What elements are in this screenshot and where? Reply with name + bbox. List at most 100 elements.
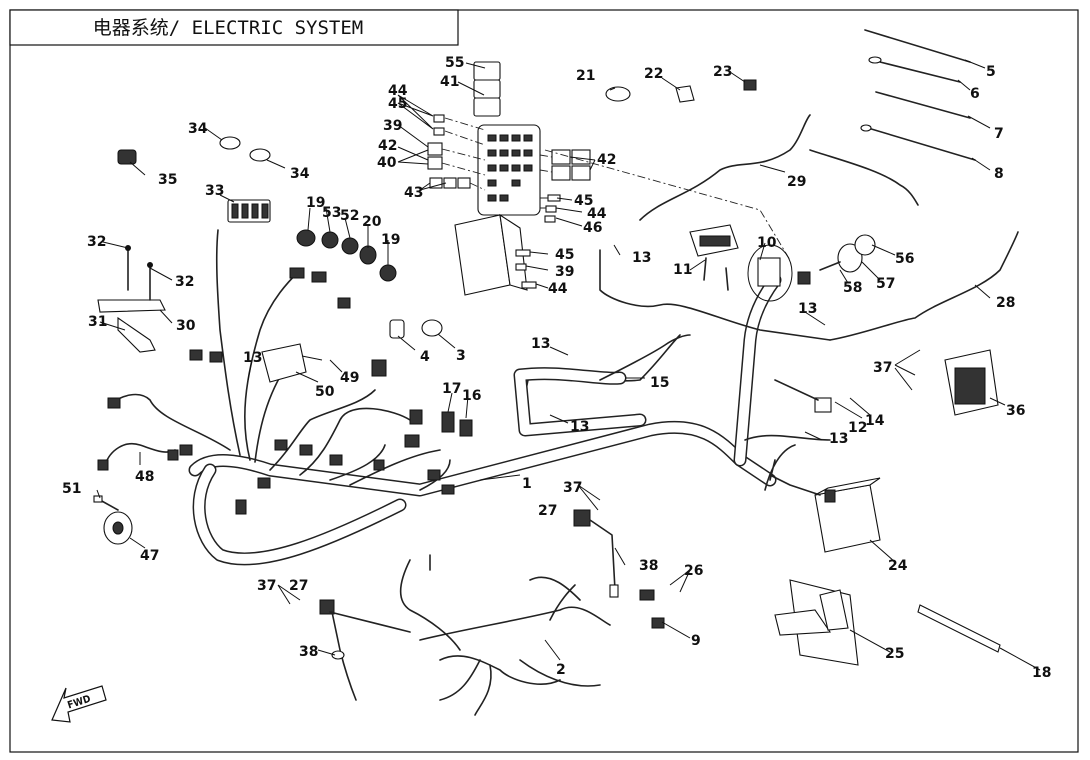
fwd-arrow-icon: FWD: [51, 685, 107, 723]
callout-37-mid: 37: [563, 480, 582, 496]
callout-45-lower: 45: [555, 247, 574, 263]
callout-33: 33: [205, 183, 224, 199]
callout-34-left: 34: [188, 121, 208, 137]
callout-39: 39: [383, 118, 402, 134]
ecu-36: [944, 349, 999, 416]
starter-relay: [819, 234, 876, 273]
items-21-23: [605, 79, 757, 103]
module-50: [261, 343, 307, 383]
callout-19-b: 19: [381, 232, 400, 248]
speed-sensor-27: [319, 509, 619, 701]
sensors-group: [296, 229, 397, 282]
callout-35: 35: [158, 172, 177, 188]
callout-13-e: 13: [570, 419, 589, 435]
callout-58: 58: [843, 280, 862, 296]
connector-35: [117, 149, 137, 165]
callout-53: 53: [322, 205, 341, 221]
callout-22: 22: [644, 66, 663, 82]
callout-17: 17: [442, 381, 461, 397]
title-block: 电器系统/ ELECTRIC SYSTEM: [9, 9, 459, 46]
callout-32-left: 32: [87, 234, 106, 250]
callout-57: 57: [876, 276, 895, 292]
callout-8: 8: [994, 166, 1004, 182]
callout-27-left: 27: [289, 578, 308, 594]
callout-13-a: 13: [243, 350, 262, 366]
harness-loop-15: [513, 334, 691, 437]
ecu-relay-module: [689, 224, 811, 302]
pigtail-48: [97, 443, 179, 471]
callout-29: 29: [787, 174, 806, 190]
callout-1: 1: [522, 476, 532, 492]
callout-13-d: 13: [531, 336, 550, 352]
callout-32-right: 32: [175, 274, 194, 290]
callout-44-lower: 44: [548, 281, 568, 297]
connectors-9-26: [639, 589, 665, 629]
callout-24: 24: [888, 558, 908, 574]
callout-26: 26: [684, 563, 703, 579]
page-title: 电器系统/ ELECTRIC SYSTEM: [93, 17, 363, 39]
relay-12: [774, 379, 832, 413]
callout-23: 23: [713, 64, 732, 80]
fuse-box-cover: [454, 213, 528, 296]
front-sub-harness: [399, 554, 611, 716]
callout-11: 11: [673, 262, 692, 278]
callout-4: 4: [420, 349, 430, 365]
callout-41: 41: [440, 74, 459, 90]
callout-15: 15: [650, 375, 669, 391]
battery: [769, 474, 881, 553]
callout-20: 20: [362, 214, 382, 230]
callout-39-lower: 39: [555, 264, 574, 280]
callout-34-right: 34: [290, 166, 310, 182]
callout-49: 49: [340, 370, 359, 386]
callout-45: 45: [388, 96, 407, 112]
callout-36: 36: [1006, 403, 1025, 419]
battery-strap: [917, 604, 1001, 653]
callout-37-right: 37: [873, 360, 892, 376]
callout-13-b: 13: [632, 250, 651, 266]
callout-21: 21: [576, 68, 595, 84]
callout-16: 16: [462, 388, 481, 404]
battery-holder: [774, 579, 859, 666]
fuse-box: [477, 124, 541, 216]
tie-straps: [860, 29, 976, 161]
callout-44: 44: [388, 83, 408, 99]
ground-bracket: [97, 245, 166, 353]
connector-cluster: [107, 267, 455, 515]
horn: [93, 495, 133, 545]
main-wire-harness: [109, 114, 1019, 566]
callout-51: 51: [62, 481, 81, 497]
leader-lines: [96, 59, 1041, 671]
callout-18: 18: [1032, 665, 1051, 681]
callout-56: 56: [895, 251, 914, 267]
callout-13-f: 13: [829, 431, 848, 447]
callout-38-left: 38: [299, 644, 318, 660]
callout-46: 46: [583, 220, 602, 236]
callout-14: 14: [865, 413, 885, 429]
callout-31: 31: [88, 314, 107, 330]
callout-13-c: 13: [798, 301, 817, 317]
callout-37-left: 37: [257, 578, 276, 594]
callout-25: 25: [885, 646, 904, 662]
callout-52: 52: [340, 208, 359, 224]
callout-7: 7: [994, 126, 1004, 142]
relay-stack: [473, 61, 501, 117]
callout-6: 6: [970, 86, 980, 102]
outer-frame: [9, 9, 1079, 753]
callout-2: 2: [556, 662, 566, 678]
callout-55: 55: [445, 55, 464, 71]
callout-5: 5: [986, 64, 996, 80]
callout-45-right: 45: [574, 193, 593, 209]
callout-47: 47: [140, 548, 159, 564]
callouts: 55 41 44 45 39 42 40 43 42 45 44 46 45 3…: [62, 55, 1051, 681]
callout-10: 10: [757, 235, 777, 251]
callout-30: 30: [176, 318, 196, 334]
regulator: [227, 199, 271, 223]
callout-9: 9: [691, 633, 701, 649]
callout-50: 50: [315, 384, 335, 400]
callout-48: 48: [135, 469, 154, 485]
switches-3-4: [389, 319, 443, 339]
callout-3: 3: [456, 348, 466, 364]
callout-42: 42: [378, 138, 397, 154]
callout-38-mid: 38: [639, 558, 658, 574]
